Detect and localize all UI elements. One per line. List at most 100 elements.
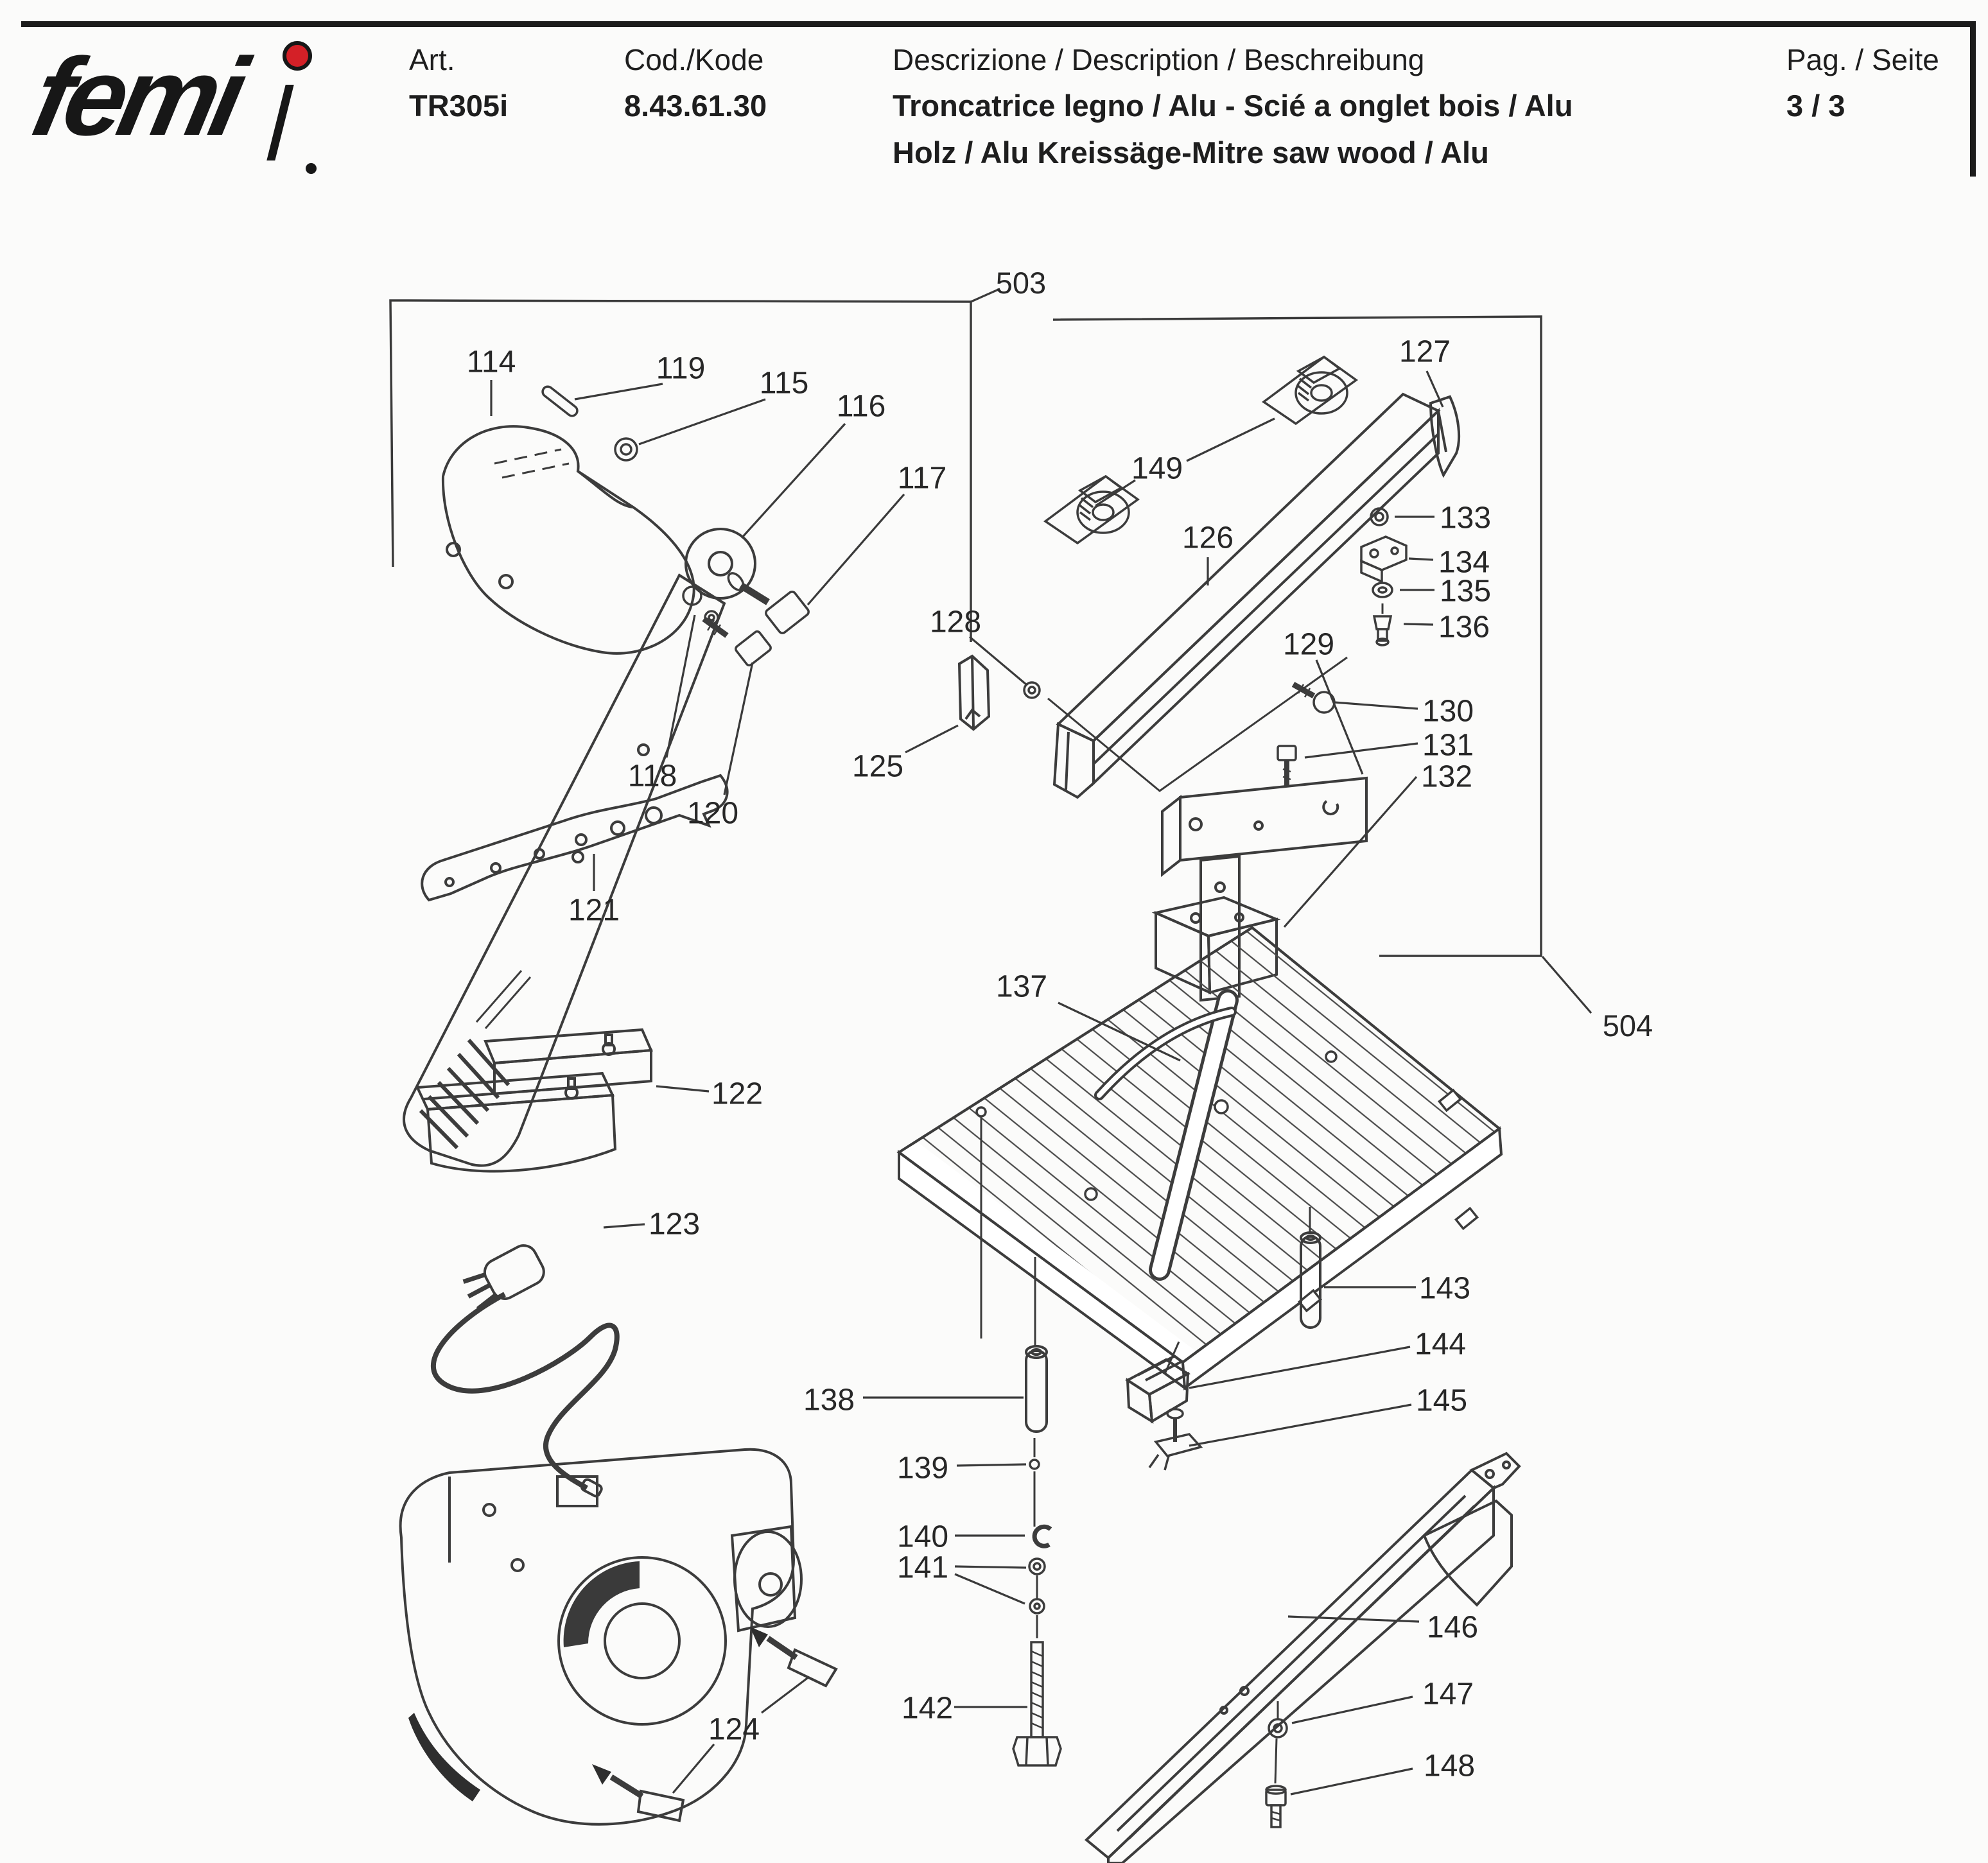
part-label-145: 145 xyxy=(1416,1383,1467,1417)
part-sketch-127-end-cap xyxy=(1429,395,1461,478)
part-label-503: 503 xyxy=(996,266,1046,300)
leader-line-115 xyxy=(638,398,766,446)
part-sketch-134-angle-bracket xyxy=(1360,535,1408,584)
part-sketch-147-washer xyxy=(1268,1718,1288,1738)
part-sketch-115-nut xyxy=(614,437,638,462)
part-sketch-114-blade-guard xyxy=(441,425,695,655)
part-sketch-121-support-arm xyxy=(421,774,729,902)
part-label-114: 114 xyxy=(467,345,516,379)
part-label-122: 122 xyxy=(711,1077,763,1111)
part-label-140: 140 xyxy=(897,1520,948,1554)
part-label-125: 125 xyxy=(852,749,903,783)
leader-line-120 xyxy=(723,662,754,795)
part-label-144: 144 xyxy=(1415,1327,1466,1361)
part-sketch-125-end-cap xyxy=(957,654,991,731)
article-block: Art. TR305i xyxy=(409,37,508,130)
part-label-147: 147 xyxy=(1422,1677,1474,1711)
leader-line-141 xyxy=(954,1565,1027,1569)
part-sketch-142-threaded-rod xyxy=(1012,1641,1062,1767)
part-label-504: 504 xyxy=(1603,1009,1653,1043)
part-sketch-149-clamp-knob-right xyxy=(1261,355,1358,426)
leader-line-137 xyxy=(1058,1001,1181,1062)
leader-line-148 xyxy=(1290,1767,1413,1796)
article-value: TR305i xyxy=(409,89,509,123)
part-sketch-122-wall-bracket xyxy=(415,1028,653,1173)
part-sketch-118-washers xyxy=(682,585,719,625)
leader-line-123 xyxy=(603,1223,645,1229)
leader-line-132 xyxy=(1283,776,1418,928)
part-label-131: 131 xyxy=(1422,728,1474,762)
part-sketch-131-bolt xyxy=(1277,745,1297,786)
leader-line-131 xyxy=(1304,742,1418,759)
part-sketch-135-washer xyxy=(1372,582,1393,598)
header-top-rule xyxy=(21,21,1976,27)
group-bracket-504 xyxy=(1052,315,1542,957)
leader-line-503 xyxy=(970,288,1000,303)
code-block: Cod./Kode 8.43.61.30 xyxy=(624,37,767,130)
part-label-116: 116 xyxy=(837,389,886,423)
femi-logo: femi xyxy=(23,35,320,174)
leader-line-144 xyxy=(1189,1346,1411,1389)
leader-line-136 xyxy=(1403,623,1434,626)
part-label-119: 119 xyxy=(656,351,706,385)
leader-line-122 xyxy=(656,1085,710,1093)
part-label-123: 123 xyxy=(649,1207,700,1241)
part-sketch-141-washers xyxy=(1028,1557,1046,1615)
group-bracket-503 xyxy=(389,299,972,642)
description-line2: Holz / Alu Kreissäge-Mitre saw wood / Al… xyxy=(893,135,1489,170)
leader-line-504 xyxy=(1541,955,1592,1014)
leader-line-129 xyxy=(1315,659,1364,775)
leader-line-146 xyxy=(1287,1615,1420,1623)
part-sketch-148-bolt xyxy=(1265,1785,1287,1828)
leader-line-147 xyxy=(1291,1695,1413,1724)
part-label-136: 136 xyxy=(1438,610,1490,644)
part-label-120: 120 xyxy=(687,796,738,830)
part-sketch-120-bolt xyxy=(702,616,772,667)
part-sketch-123-power-cord xyxy=(430,1244,620,1498)
part-sketch-137-table xyxy=(896,926,1503,1391)
leader-line-119 xyxy=(574,383,663,401)
leader-line-116 xyxy=(740,422,846,539)
part-sketch-117-bolt xyxy=(727,572,810,634)
part-sketch-116-saw-arm xyxy=(403,528,756,1167)
part-label-124: 124 xyxy=(708,1712,760,1746)
page-label: Pag. / Seite xyxy=(1786,43,1939,76)
part-sketch-133-nut xyxy=(1370,507,1389,526)
part-sketch-146-extension-fence xyxy=(1084,1451,1521,1863)
page-value: 3 / 3 xyxy=(1786,89,1845,123)
part-sketch-126-fence-rail xyxy=(1052,392,1441,799)
part-sketch-128-nut xyxy=(1023,681,1041,699)
leader-line-134 xyxy=(1408,557,1434,561)
part-label-142: 142 xyxy=(902,1691,953,1725)
part-sketch-139-ball xyxy=(1029,1459,1040,1470)
header-right-rule xyxy=(1970,21,1976,177)
part-label-115: 115 xyxy=(760,366,809,400)
leader-line-117 xyxy=(807,493,905,606)
leader-line-118 xyxy=(665,614,696,758)
part-label-139: 139 xyxy=(897,1451,948,1485)
leader-line-149 xyxy=(1095,479,1136,507)
part-label-126: 126 xyxy=(1182,521,1234,555)
leader-line-127 xyxy=(1426,370,1444,408)
part-label-130: 130 xyxy=(1422,694,1474,728)
part-sketch-138-pin xyxy=(1025,1345,1048,1433)
part-label-127: 127 xyxy=(1399,334,1451,368)
part-sketch-124-motor-housing xyxy=(399,1448,838,1826)
part-label-132: 132 xyxy=(1421,759,1472,793)
part-sketch-119-pin xyxy=(541,385,579,417)
part-label-133: 133 xyxy=(1440,501,1491,535)
part-label-146: 146 xyxy=(1427,1610,1478,1644)
leader-line-124 xyxy=(672,1743,715,1794)
leader-line-124 xyxy=(761,1676,810,1714)
code-label: Cod./Kode xyxy=(624,43,764,76)
code-value: 8.43.61.30 xyxy=(624,89,767,123)
part-label-148: 148 xyxy=(1424,1749,1475,1783)
leader-line-149 xyxy=(1186,417,1275,462)
part-label-128: 128 xyxy=(930,605,981,639)
description-line1: Troncatrice legno / Alu - Scié a onglet … xyxy=(893,89,1573,123)
part-label-121: 121 xyxy=(568,893,620,927)
part-label-143: 143 xyxy=(1419,1271,1470,1305)
part-sketch-144-rubber-foot xyxy=(1125,1355,1190,1424)
